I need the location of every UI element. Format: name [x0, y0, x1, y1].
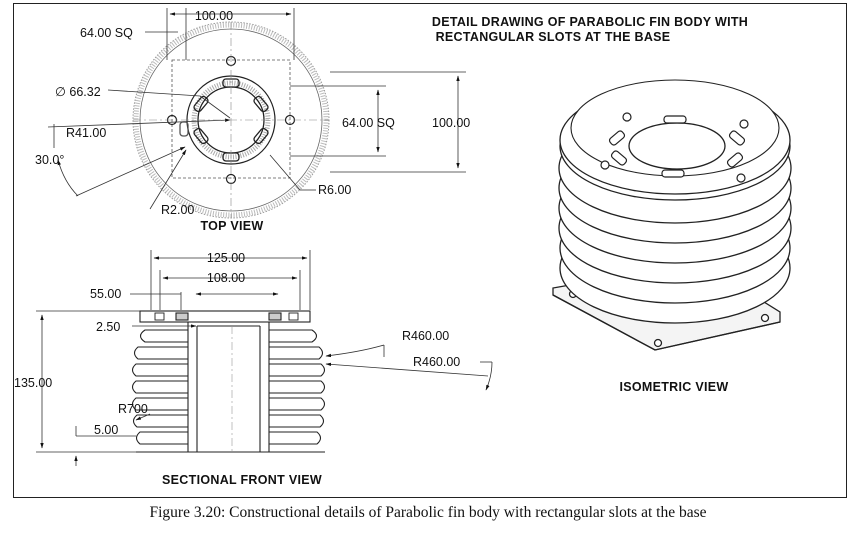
dim-125: 125.00	[207, 251, 245, 265]
dim-r2: R2.00	[161, 203, 194, 217]
dim-5: 5.00	[94, 423, 118, 437]
front-view-label: SECTIONAL FRONT VIEW	[162, 473, 322, 487]
drawing-title-line1: DETAIL DRAWING OF PARABOLIC FIN BODY WIT…	[432, 15, 748, 29]
dim-108: 108.00	[207, 271, 245, 285]
dim-angle: 30.0°	[35, 153, 64, 167]
dim-100-top: 100.00	[195, 9, 233, 23]
dim-55: 55.00	[90, 287, 121, 301]
dim-64sq-top: 64.00 SQ	[80, 26, 133, 40]
dim-64sq-right: 64.00 SQ	[342, 116, 395, 130]
front-view-dimensions: 125.00 108.00 55.00 2.50 135.00 R700 5.0…	[14, 251, 460, 487]
top-view	[47, 8, 466, 219]
isometric-view-label: ISOMETRIC VIEW	[619, 380, 728, 394]
drawing-frame	[13, 3, 847, 498]
isometric-view	[552, 79, 792, 351]
dim-100-right: 100.00	[432, 116, 470, 130]
dim-135: 135.00	[14, 376, 52, 390]
dim-r41: R41.00	[66, 126, 106, 140]
dim-diameter: ∅ 66.32	[55, 85, 101, 99]
sectional-front-view	[36, 250, 493, 466]
top-view-label: TOP VIEW	[200, 219, 263, 233]
dim-r460-a: R460.00	[402, 329, 449, 343]
drawing-title-line2: RECTANGULAR SLOTS AT THE BASE	[436, 30, 671, 44]
dim-r700: R700	[118, 402, 148, 416]
figure-caption: Figure 3.20: Constructional details of P…	[149, 504, 707, 521]
dim-2-50: 2.50	[96, 320, 120, 334]
top-view-dimensions: 100.00 64.00 SQ ∅ 66.32 R41.00 30.0° R2.…	[35, 9, 470, 233]
dim-r6: R6.00	[318, 183, 351, 197]
dim-r460-b: R460.00	[413, 355, 460, 369]
